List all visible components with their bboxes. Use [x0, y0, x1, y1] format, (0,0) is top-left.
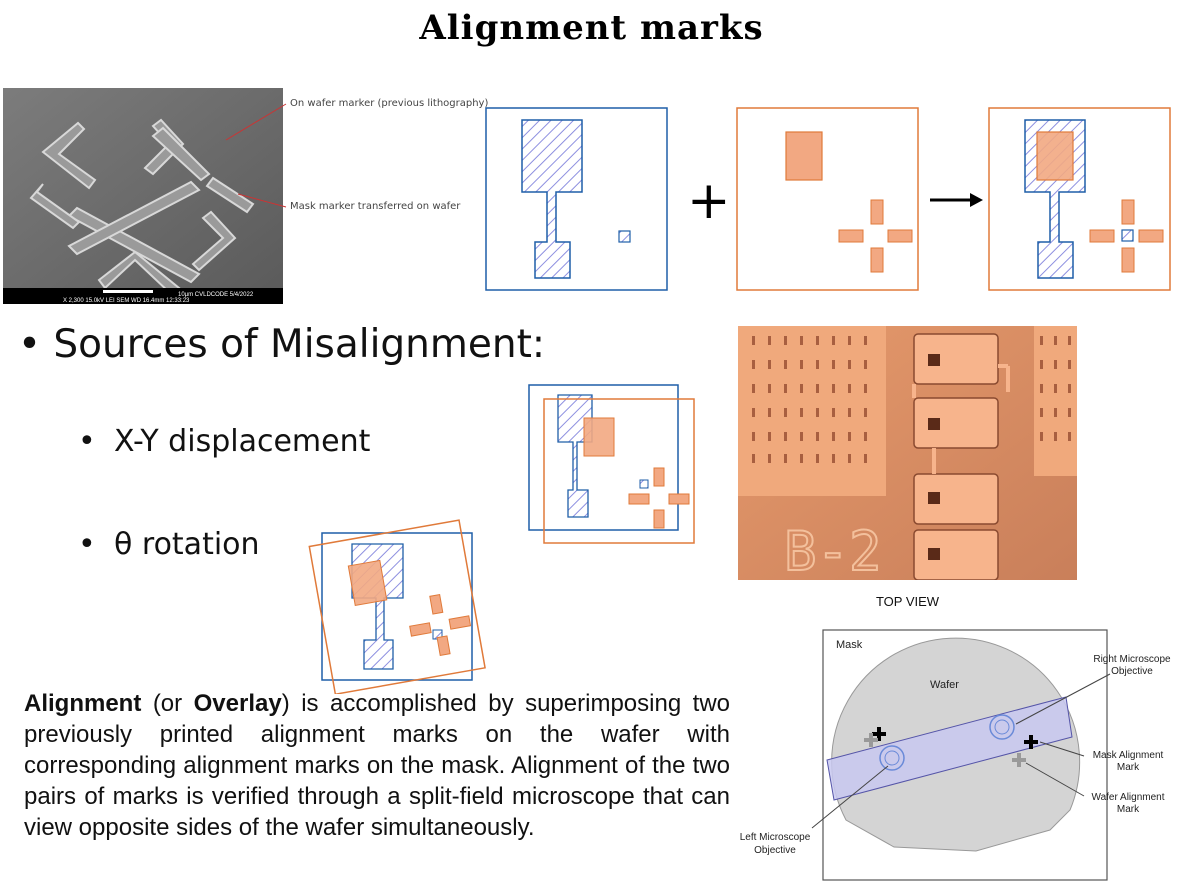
alignment-diagram: +	[485, 107, 1171, 291]
para-part-1: (or	[141, 690, 194, 717]
bullet-xy-text: X-Y displacement	[114, 424, 371, 459]
page-title: Alignment marks	[419, 8, 764, 48]
left-objective-label-2: Objective	[754, 845, 796, 856]
sem-scale-text: 10µm CVLDCODE 5/4/2022	[178, 292, 254, 298]
xy-displacement-diagram	[528, 384, 695, 544]
bullet-dot: •	[78, 527, 96, 562]
mask-alignment-mark-left	[872, 727, 886, 741]
bullet-dot: •	[78, 424, 96, 459]
bullet-theta-rotation: • θ rotation	[78, 527, 260, 562]
bullet-xy-displacement: • X-Y displacement	[78, 424, 370, 459]
bullet-sources-of-misalignment: • Sources of Misalignment:	[18, 322, 545, 367]
alignment-description: Alignment (or Overlay) is accomplished b…	[24, 688, 730, 843]
sem-info-text: X 2,300 15.0kV LEI SEM WD 16.4mm 12:33:2…	[63, 298, 190, 304]
wafer-label: Wafer	[930, 679, 959, 691]
bullet-dot: •	[18, 322, 54, 367]
right-objective-label-1: Right Microscope	[1093, 654, 1171, 665]
mask-label: Mask	[836, 639, 863, 651]
wafer-alignment-mark-right	[1012, 753, 1026, 767]
wafer-mark-label-1: Wafer Alignment	[1092, 792, 1165, 803]
mask-mark-label-2: Mark	[1117, 762, 1140, 773]
mask-pattern-frame	[736, 107, 919, 291]
bullet-main-text: Sources of Misalignment:	[53, 322, 546, 367]
bold-alignment: Alignment	[24, 690, 142, 717]
wafer-pattern-frame	[485, 107, 668, 291]
aligned-pattern-frame	[988, 107, 1171, 291]
sem-image: 10µm CVLDCODE 5/4/2022 X 2,300 15.0kV LE…	[3, 88, 283, 304]
para-part-2: ) is accomplished by superimposing two p…	[24, 690, 730, 841]
rotation-diagram	[308, 519, 486, 694]
wafer-alignment-mark-left	[864, 733, 878, 747]
left-objective-label-1: Left Microscope	[740, 832, 811, 843]
right-arrow-icon	[930, 193, 983, 207]
mask-alignment-mark-right	[1024, 735, 1038, 749]
top-view-label: TOP VIEW	[875, 594, 940, 609]
bullet-rot-text: θ rotation	[114, 527, 260, 562]
sem-label-mask: Mask marker transferred on wafer	[290, 201, 461, 212]
sem-label-on-wafer: On wafer marker (previous lithography)	[290, 98, 489, 109]
mask-mark-label-1: Mask Alignment	[1093, 750, 1164, 761]
microscope-photo: B-2	[738, 326, 1077, 580]
plus-symbol: +	[687, 171, 731, 231]
engraved-text: B-2	[784, 520, 882, 580]
bold-overlay: Overlay	[193, 690, 282, 717]
wafer-mark-label-2: Mark	[1117, 804, 1140, 815]
right-objective-label-2: Objective	[1111, 666, 1153, 677]
mask-wafer-schematic: Mask Wafer Right Microscope Objective Ma…	[740, 629, 1171, 881]
